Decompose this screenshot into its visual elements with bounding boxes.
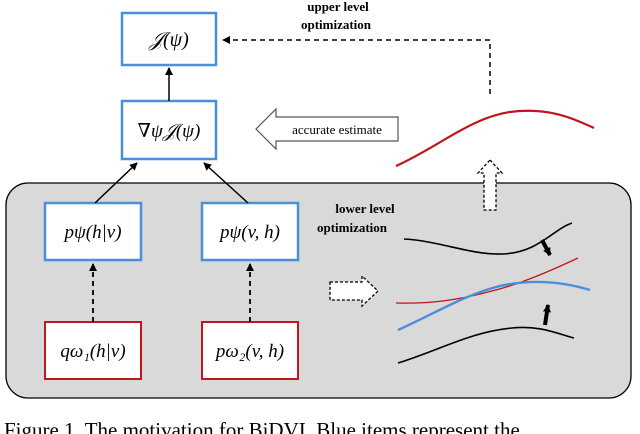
upper-bound-curve <box>403 222 573 255</box>
optimum-curve <box>395 109 595 168</box>
p-psi-h-given-v-box <box>43 201 143 262</box>
lower-bound-curve <box>397 326 575 364</box>
down-arrow-small <box>540 239 552 256</box>
blue-approx-curve <box>397 280 591 332</box>
gradient-label: ∇ψ𝒥(ψ) <box>138 121 201 142</box>
lower-level-panel <box>5 182 632 399</box>
dashed-up-arrow <box>476 159 504 211</box>
p-psi-v-h-label: pψ(v, h) <box>218 222 280 243</box>
q-omega1-label: qω₁(h|v) <box>60 341 125 362</box>
lower-level-label-line1: lower level <box>335 201 395 216</box>
up-arrow-small <box>543 304 551 326</box>
p-omega2-label: pω₂(v, h) <box>214 341 284 362</box>
upper-level-feedback-arrow <box>222 36 491 94</box>
objective-box <box>120 11 218 67</box>
upper-level-label-line2: optimization <box>301 17 372 32</box>
q-omega1-box <box>44 321 142 380</box>
lower-level-label-line2: optimization <box>317 220 388 235</box>
arrow-left-box-to-gradient <box>94 162 138 204</box>
accurate-estimate-arrow <box>255 107 399 151</box>
upper-level-label-line1: upper level <box>307 0 369 14</box>
dashed-right-arrow <box>329 274 379 308</box>
arrow-right-box-to-gradient <box>203 162 249 204</box>
p-psi-h-given-v-label: pψ(h|v) <box>62 222 121 243</box>
red-target-curve <box>395 257 579 304</box>
objective-label: 𝒥(ψ) <box>148 29 189 51</box>
p-psi-v-h-box <box>200 201 300 262</box>
p-omega2-box <box>201 321 299 380</box>
figure-caption: Figure 1. The motivation for BiDVI. Blue… <box>4 418 520 434</box>
accurate-estimate-label: accurate estimate <box>292 122 382 137</box>
